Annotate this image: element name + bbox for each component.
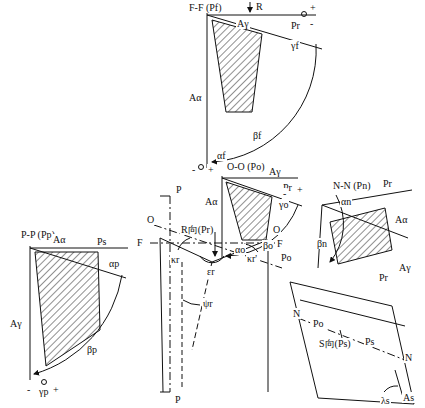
angle-label: βf bbox=[252, 130, 262, 141]
angle-label: εr bbox=[206, 266, 216, 277]
section-mark: O bbox=[146, 214, 155, 225]
angle-label: ψr bbox=[202, 298, 214, 309]
view-label: R向(Pr) bbox=[180, 224, 214, 235]
section-mark: P bbox=[174, 394, 182, 405]
section-mark: O bbox=[272, 224, 281, 235]
angle-label: κr' bbox=[246, 253, 258, 264]
angle-label: γp bbox=[38, 386, 49, 397]
angle-label: γo bbox=[278, 199, 289, 210]
angle-label: λs bbox=[380, 395, 391, 406]
face-label: Aγ bbox=[398, 262, 412, 273]
plane-label: Po bbox=[312, 318, 325, 329]
sign-mark: - bbox=[309, 18, 314, 29]
plane-label: Ps bbox=[96, 236, 107, 247]
section-title: O-O (Po) bbox=[226, 161, 266, 172]
face-label: Aα bbox=[188, 92, 202, 103]
section-title: P-P (Pp) bbox=[20, 229, 56, 240]
force-label: R bbox=[255, 1, 264, 12]
section-mark: N bbox=[404, 352, 413, 363]
face-label: As bbox=[402, 392, 415, 403]
plane-label: Pr bbox=[290, 20, 301, 31]
angle-label: βo bbox=[262, 240, 274, 251]
angle-label: αf bbox=[216, 150, 227, 161]
section-title: F-F (Pf) bbox=[188, 2, 223, 13]
face-label: Aγ bbox=[9, 318, 23, 329]
face-label: Aγ bbox=[268, 166, 282, 177]
sign-mark: + bbox=[52, 384, 60, 395]
angle-label: αp bbox=[108, 258, 120, 269]
section-title: N-N (Pn) bbox=[332, 180, 372, 191]
sign-mark: - bbox=[26, 384, 31, 395]
plane-label: Po bbox=[280, 252, 293, 263]
plane-label: Pr bbox=[378, 272, 389, 283]
sign-mark: + bbox=[309, 2, 317, 13]
face-label: Aα bbox=[204, 196, 218, 207]
angle-label: βn bbox=[316, 238, 328, 249]
section-mark: F bbox=[136, 237, 144, 248]
sign-mark: - bbox=[191, 164, 196, 175]
angle-label: κr bbox=[170, 254, 180, 265]
section-mark: F bbox=[276, 238, 284, 249]
angle-label: αo bbox=[234, 244, 246, 255]
face-label: Aα bbox=[52, 234, 66, 245]
angle-label: γf bbox=[290, 40, 300, 51]
plane-label: Pr bbox=[382, 178, 393, 189]
face-label: Aα bbox=[394, 214, 408, 225]
section-mark: P bbox=[175, 184, 183, 195]
section-mark: N bbox=[292, 308, 301, 319]
face-label: Aγ bbox=[236, 18, 250, 29]
angle-label: βp bbox=[86, 344, 98, 355]
sign-mark: + bbox=[296, 184, 304, 195]
sign-mark: + bbox=[207, 164, 215, 175]
plane-label: Ps bbox=[364, 336, 375, 347]
sign-mark: - bbox=[282, 188, 287, 199]
angle-label: αn bbox=[340, 196, 352, 207]
view-label: S向(Ps) bbox=[318, 338, 352, 349]
